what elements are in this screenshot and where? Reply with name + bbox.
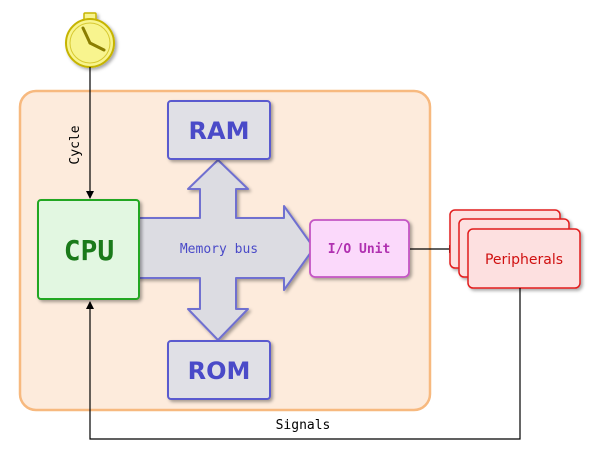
- io-unit-label: I/O Unit: [328, 242, 391, 257]
- io-unit-box: [309, 219, 410, 278]
- clock-icon: [65, 12, 115, 68]
- memory-bus-label: Memory bus: [180, 242, 258, 257]
- ram-label: RAM: [189, 117, 250, 145]
- cycle-label: Cycle: [68, 125, 83, 164]
- rom-label: ROM: [188, 357, 251, 385]
- peripherals-stack: Peripherals: [449, 209, 581, 289]
- peripherals-label: Peripherals: [485, 252, 563, 268]
- signals-label: Signals: [276, 418, 331, 433]
- cpu-box: [37, 199, 140, 300]
- rom-box: [167, 340, 271, 400]
- cpu-label: CPU: [64, 234, 115, 267]
- ram-box: [167, 100, 271, 160]
- memory-bus-arrow: [137, 159, 315, 341]
- peripheral-card-front: [467, 228, 581, 289]
- signals-connector: [86, 288, 521, 440]
